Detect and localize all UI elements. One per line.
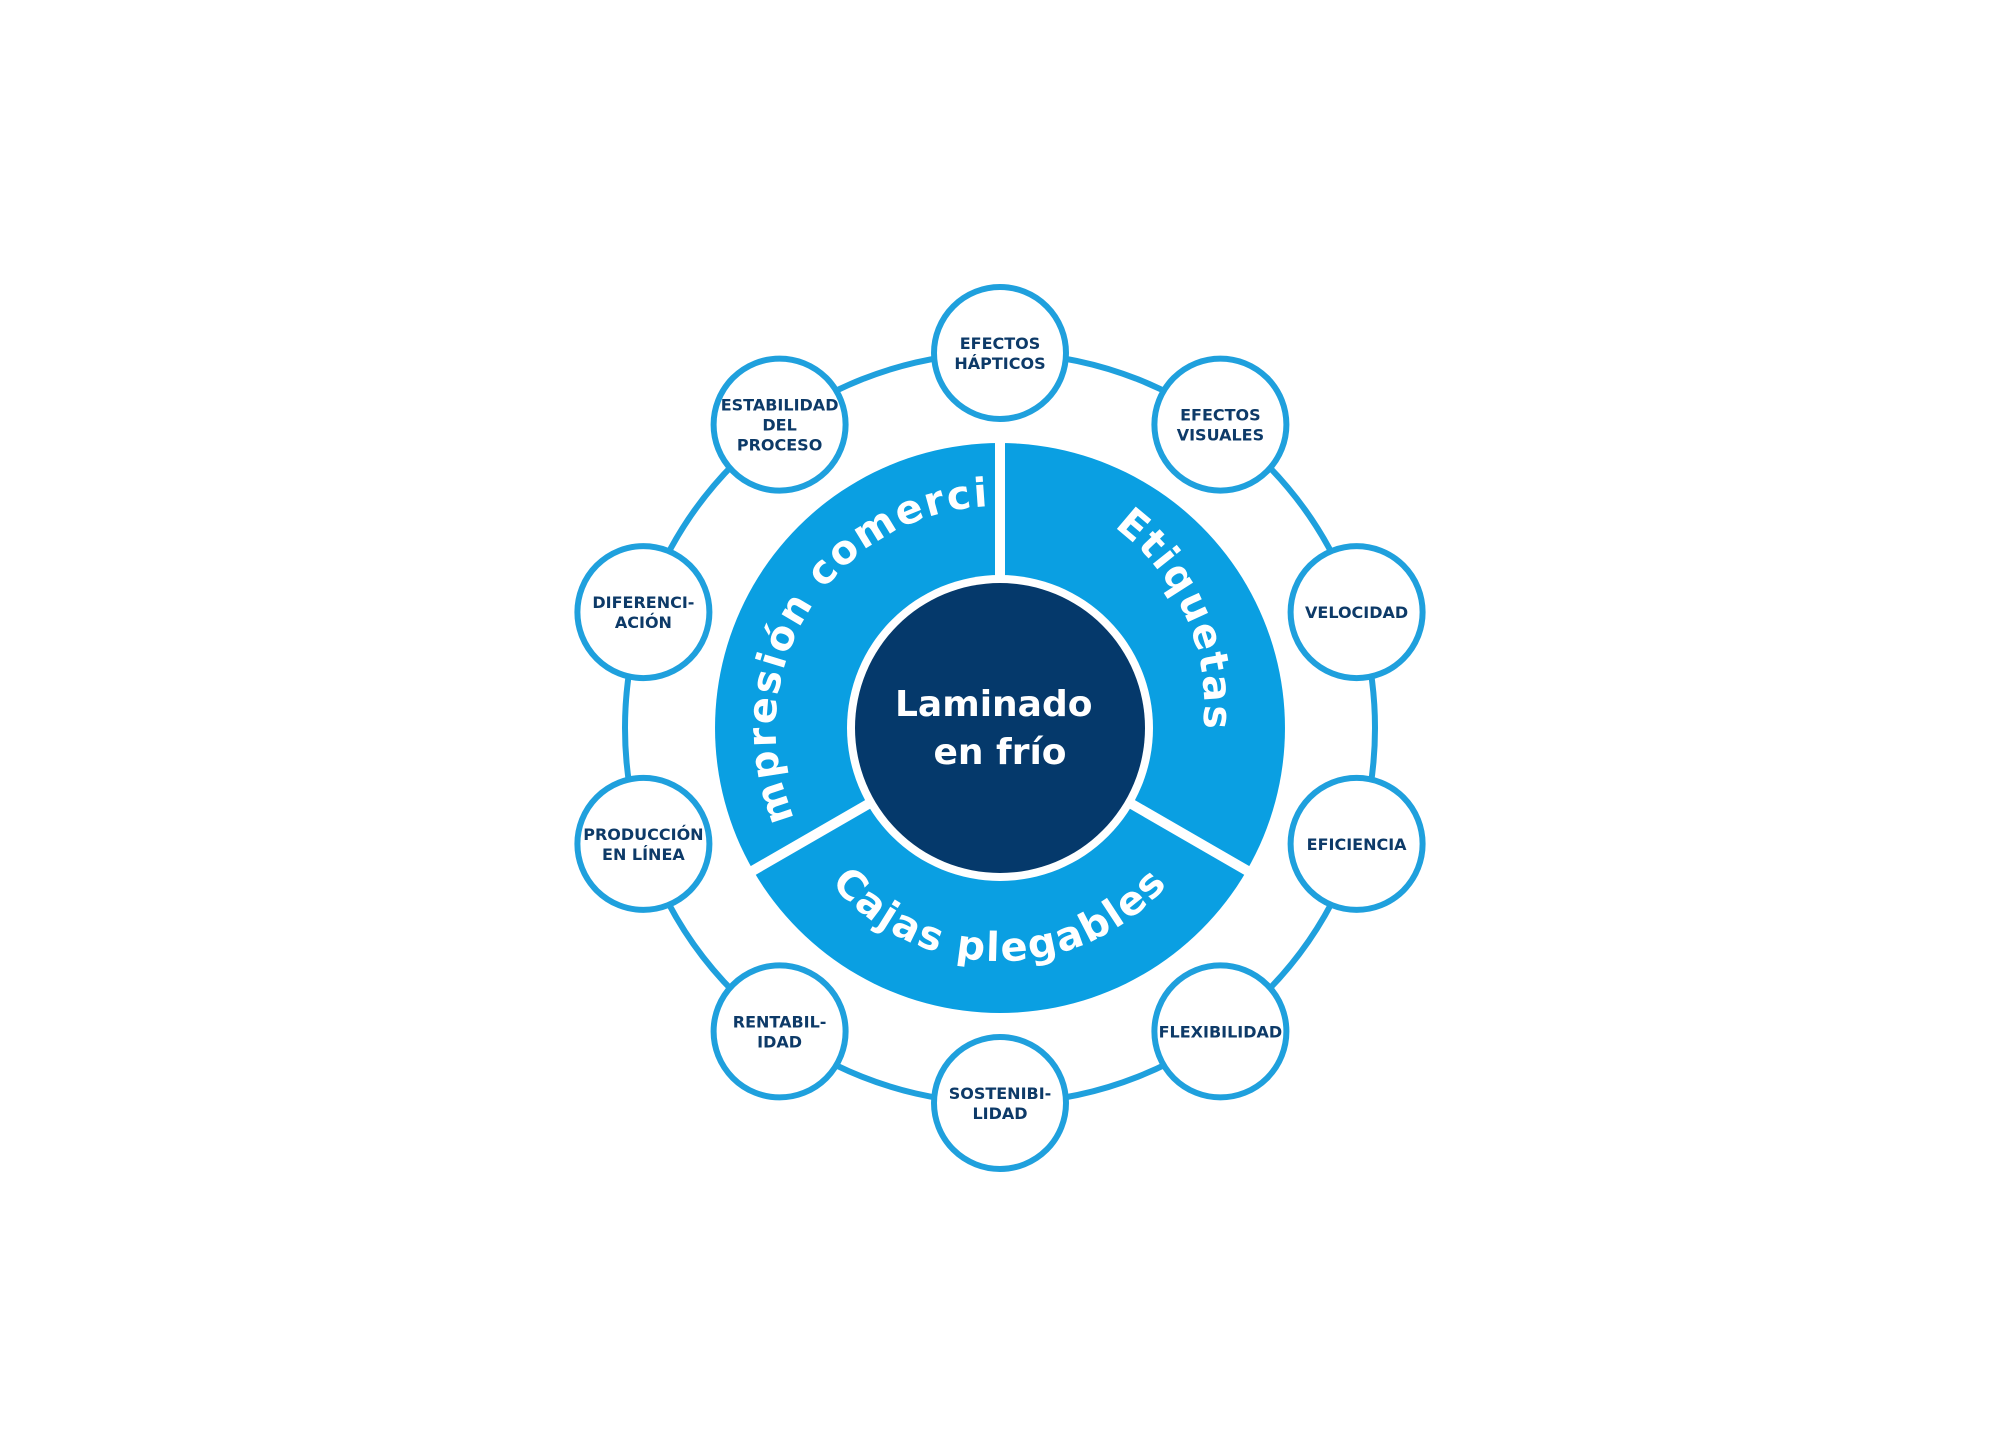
node-label-line: DEL	[762, 416, 796, 435]
node-circle	[710, 962, 849, 1101]
node-eficiencia: EFICIENCIA	[1287, 774, 1426, 913]
node-label-line: HÁPTICOS	[954, 354, 1045, 373]
node-label-line: EFECTOS	[1180, 406, 1261, 425]
node-label-line: FLEXIBILIDAD	[1159, 1022, 1283, 1041]
node-label-line: PROCESO	[737, 436, 822, 455]
node-circle	[574, 543, 713, 682]
node-label-line: EFICIENCIA	[1307, 835, 1408, 854]
node-circle	[1287, 774, 1426, 913]
node-circle	[931, 284, 1069, 422]
node-diferenciacion: DIFERENCI-ACIÓN	[574, 543, 713, 682]
node-label-line: PRODUCCIÓN	[583, 825, 703, 844]
node-label-line: EFECTOS	[960, 334, 1041, 353]
node-sostenibilidad: SOSTENIBI-LIDAD	[931, 1034, 1069, 1172]
node-label: DIFERENCI-ACIÓN	[592, 593, 694, 632]
node-rentabilidad: RENTABIL-IDAD	[710, 962, 849, 1101]
node-label-line: DIFERENCI-	[592, 593, 694, 612]
node-flexibilidad: FLEXIBILIDAD	[1151, 962, 1290, 1101]
node-label-line: VELOCIDAD	[1305, 603, 1408, 622]
node-label: FLEXIBILIDAD	[1159, 1022, 1283, 1041]
node-label: SOSTENIBI-LIDAD	[949, 1084, 1052, 1123]
center-label: Laminado en frío	[895, 684, 1105, 773]
node-label: VELOCIDAD	[1305, 603, 1408, 622]
node-label-line: RENTABIL-	[733, 1012, 827, 1031]
node-velocidad: VELOCIDAD	[1287, 543, 1426, 682]
center-label-line-2: en frío	[933, 732, 1066, 773]
node-label-line: EN LÍNEA	[602, 845, 685, 864]
node-label-line: LIDAD	[972, 1104, 1027, 1123]
node-circle	[1151, 962, 1290, 1101]
node-label-line: ESTABILIDAD	[721, 396, 839, 415]
node-label-line: ACIÓN	[615, 613, 672, 632]
node-label: EFICIENCIA	[1307, 835, 1408, 854]
node-label-line: IDAD	[757, 1032, 802, 1051]
node-label: RENTABIL-IDAD	[733, 1012, 827, 1051]
node-circle	[1151, 355, 1290, 494]
node-label-line: VISUALES	[1177, 426, 1264, 445]
node-circle	[931, 1034, 1069, 1172]
node-label-line: SOSTENIBI-	[949, 1084, 1052, 1103]
center-circle	[855, 583, 1145, 873]
node-circle	[574, 774, 713, 913]
node-circle	[710, 355, 849, 494]
center-label-line-1: Laminado	[895, 684, 1093, 725]
node-circle	[1287, 543, 1426, 682]
